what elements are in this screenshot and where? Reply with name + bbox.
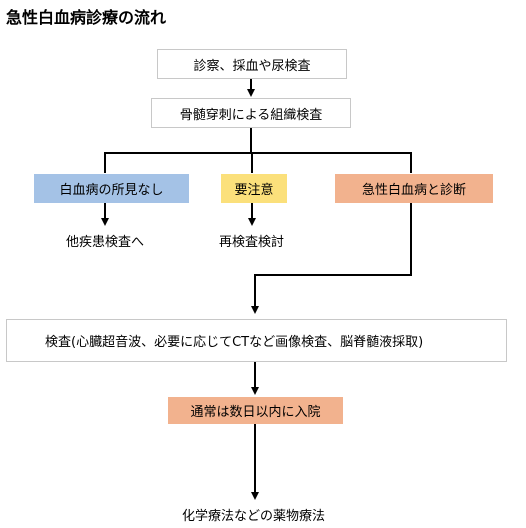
no-findings-box: 白血病の所見なし xyxy=(34,174,189,203)
tests-box: 検査(心臓超音波、必要に応じてCTなど画像検査、脳脊髄液採取) xyxy=(6,319,507,362)
reexam-label: 再検査検討 xyxy=(219,235,285,250)
treatment-label: 化学療法などの薬物療法 xyxy=(182,509,326,524)
admission-box: 通常は数日以内に入院 xyxy=(168,397,343,424)
step-exam-box: 診察、採血や尿検査 xyxy=(157,49,347,79)
diagnosis-box: 急性白血病と診断 xyxy=(335,174,493,203)
page-title: 急性白血病診療の流れ xyxy=(6,8,167,27)
step-marrow-box: 骨髄穿刺による組織検査 xyxy=(151,98,351,128)
other-exam-label: 他疾患検査へ xyxy=(66,235,145,250)
caution-box: 要注意 xyxy=(221,174,287,203)
connector-diagnosis-to-tests xyxy=(251,203,412,314)
